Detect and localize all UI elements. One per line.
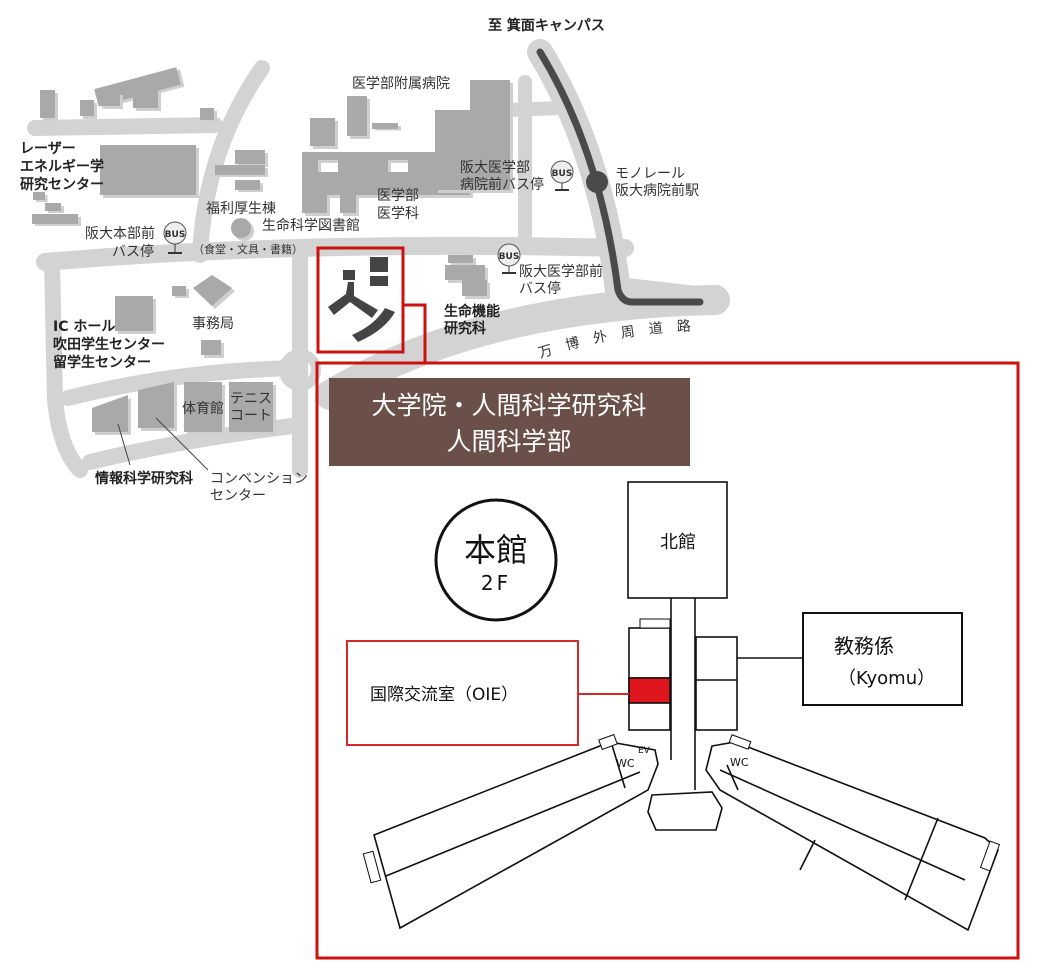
- monorail-line: [536, 48, 704, 306]
- bus-stop-med-icon: BUS: [497, 243, 521, 274]
- kyomu-label: 教務係: [834, 634, 894, 658]
- svg-text:コート: コート: [230, 408, 272, 424]
- floor-plan: 北館 WC EV WC: [362, 481, 1001, 932]
- svg-text:エネルギー学: エネルギー学: [20, 158, 104, 175]
- to-minoh-label: 至 箕面キャンパス: [488, 17, 605, 34]
- svg-text:阪大医学部前: 阪大医学部前: [519, 263, 603, 280]
- svg-text:センター: センター: [210, 488, 266, 504]
- svg-text:WC: WC: [730, 756, 749, 769]
- floor-level: 2F: [481, 571, 511, 595]
- svg-text:BUS: BUS: [165, 230, 186, 240]
- svg-text:研究科: 研究科: [444, 320, 486, 337]
- svg-text:BUS: BUS: [552, 169, 573, 179]
- buildings: [32, 67, 510, 471]
- svg-text:病院前バス停: 病院前バス停: [460, 176, 544, 193]
- title-box: [329, 378, 690, 466]
- kyomu-callout: [802, 612, 963, 706]
- north-building: [627, 481, 728, 599]
- svg-text:バス停: バス停: [112, 243, 154, 260]
- title-line-2: 人間科学部: [446, 427, 571, 456]
- svg-text:留学生センター: 留学生センター: [53, 354, 151, 371]
- svg-text:事務局: 事務局: [192, 316, 234, 332]
- oie-callout: [346, 640, 579, 746]
- svg-text:レーザー: レーザー: [20, 141, 76, 157]
- building-badge: [434, 498, 558, 622]
- svg-text:阪大本部前: 阪大本部前: [85, 225, 155, 242]
- svg-text:（食堂・文具・書籍）: （食堂・文具・書籍）: [193, 242, 303, 256]
- building-name: 本館: [464, 531, 528, 569]
- svg-text:バス停: バス停: [519, 280, 561, 297]
- svg-text:コンベンション: コンベンション: [210, 471, 308, 487]
- svg-text:WC: WC: [616, 757, 635, 770]
- oie-label: 国際交流室（OIE）: [370, 685, 518, 705]
- svg-text:北館: 北館: [660, 532, 696, 553]
- svg-text:医学科: 医学科: [377, 206, 419, 222]
- svg-text:BUS: BUS: [499, 252, 520, 262]
- svg-text:吹田学生センター: 吹田学生センター: [53, 336, 165, 353]
- monorail-station-icon: [586, 171, 608, 193]
- connector-line: [403, 303, 427, 362]
- svg-text:テニス: テニス: [230, 391, 272, 407]
- svg-text:医学部: 医学部: [377, 188, 419, 204]
- title-line-1: 大学院・人間科学研究科: [371, 391, 646, 420]
- hospital-label: 医学部附属病院: [352, 76, 450, 92]
- svg-text:情報科学研究科: 情報科学研究科: [95, 470, 193, 487]
- svg-text:研究センター: 研究センター: [20, 176, 104, 193]
- svg-text:体育館: 体育館: [182, 400, 224, 417]
- bus-stop-hospital-icon: BUS: [550, 160, 574, 191]
- svg-text:EV: EV: [638, 746, 651, 756]
- building-highlight-box: [316, 246, 405, 354]
- oie-room: [628, 677, 671, 704]
- kyomu-label-en: （Kyomu）: [838, 668, 935, 689]
- bus-stop-honbu-icon: BUS: [163, 221, 187, 254]
- floor-plan-frame: [315, 361, 1020, 960]
- svg-text:生命科学図書館: 生命科学図書館: [262, 217, 360, 234]
- svg-text:モノレール: モノレール: [615, 166, 685, 182]
- svg-text:福利厚生棟: 福利厚生棟: [206, 201, 276, 217]
- svg-text:生命機能: 生命機能: [444, 303, 500, 320]
- svg-text:IC ホール: IC ホール: [53, 319, 115, 335]
- svg-text:阪大病院前駅: 阪大病院前駅: [615, 182, 699, 199]
- svg-text:阪大医学部: 阪大医学部: [460, 160, 530, 176]
